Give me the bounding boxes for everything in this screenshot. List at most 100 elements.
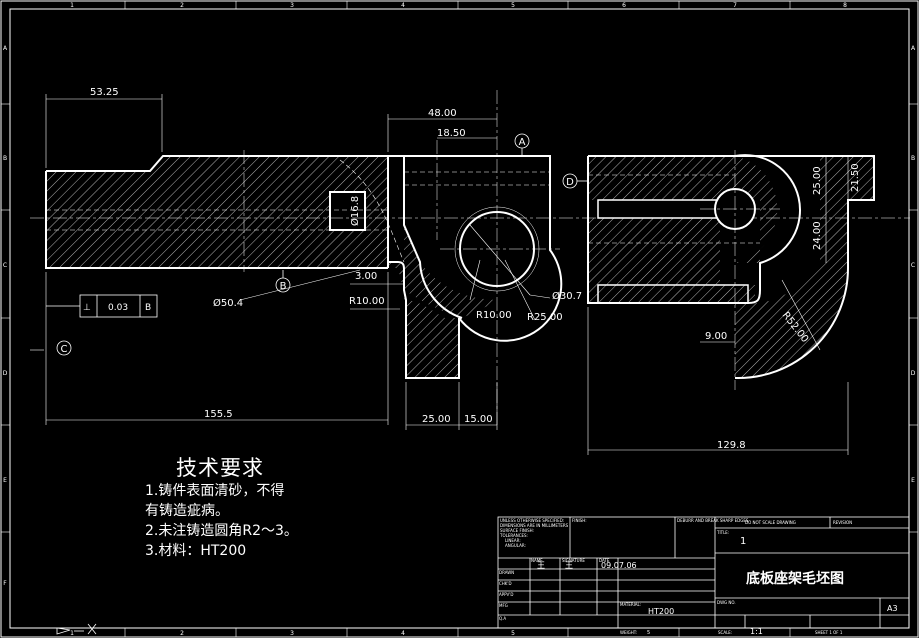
dim-r10-right: R10.00 — [476, 310, 512, 321]
front-dim-text: 53.25 48.00 18.50 Ø16.8 3.00 R10.00 R10.… — [90, 87, 582, 425]
tb-revision: REVISION — [833, 520, 852, 525]
tb-drawn-name: 王 — [537, 561, 545, 570]
tb-date-h: DATE — [599, 558, 610, 563]
tb-material: HT200 — [648, 607, 674, 616]
dim-129-8: 129.8 — [717, 440, 746, 451]
tb-title-h: TITLE: — [716, 530, 729, 535]
dim-3: 3.00 — [355, 271, 377, 282]
col-label: 6 — [622, 2, 626, 9]
tech-line-1: 1.铸件表面清砂，不得 — [145, 483, 285, 499]
side-hatch-arc — [735, 156, 874, 379]
row-label: C — [911, 262, 915, 269]
col-label: 5 — [511, 630, 515, 637]
dim-50-4: Ø50.4 — [213, 297, 243, 309]
dim-25-vertical: 25.00 — [812, 166, 823, 195]
dim-30-7: Ø30.7 — [552, 290, 582, 302]
tb-appvd: APPV'D — [499, 592, 513, 597]
row-label: F — [3, 580, 7, 587]
tb-scale-v: 1:1 — [750, 627, 763, 636]
row-label: D — [911, 370, 916, 377]
side-hatch-right — [735, 156, 778, 263]
title-block-text: UNLESS OTHERWISE SPECIFIED: DIMENSIONS A… — [499, 518, 898, 636]
col-label: 1 — [70, 2, 74, 9]
tb-material-h: MATERIAL: — [620, 602, 641, 607]
projection-symbol-icon — [56, 623, 97, 635]
dim-21-5: 21.50 — [850, 163, 861, 192]
frame-labels: 1 2 3 4 5 6 7 8 1 2 3 4 5 A B C D E F A … — [3, 2, 916, 637]
dim-53-25: 53.25 — [90, 87, 119, 98]
tb-sig-h: SIGNATURE — [562, 558, 585, 563]
datum-c: C — [61, 344, 68, 355]
tb-dwg-no: DWG NO. — [717, 600, 736, 605]
tb-chkd: CHK'D — [499, 581, 512, 586]
tech-line-2: 有铸造疵病。 — [145, 503, 229, 519]
tb-weight: WEIGHT: — [620, 630, 637, 635]
col-label: 4 — [401, 2, 405, 9]
front-outline — [45, 155, 460, 379]
row-label: B — [3, 155, 7, 162]
dim-15: 15.00 — [464, 414, 493, 425]
tb-rev-value: 1 — [740, 536, 746, 547]
col-label: 2 — [180, 2, 184, 9]
side-outline — [587, 154, 875, 380]
datum-markers — [56, 133, 588, 356]
tb-note3: SURFACE FINISH: — [500, 528, 534, 533]
col-label: 1 — [70, 630, 74, 637]
tb-size: A3 — [887, 604, 898, 613]
side-hatch-lower — [588, 218, 720, 285]
datum-d: D — [566, 177, 574, 188]
front-slot — [329, 191, 366, 231]
col-label: 7 — [733, 2, 737, 9]
row-label: E — [3, 477, 7, 484]
row-label: D — [3, 370, 8, 377]
tb-deburr: DEBURR AND BREAK SHARP EDGES — [677, 518, 749, 523]
tb-drawn: DRAWN — [499, 570, 514, 575]
col-label: 4 — [401, 630, 405, 637]
dim-155-5: 155.5 — [204, 409, 233, 420]
tb-mfg: MFG — [499, 603, 508, 608]
col-label: 2 — [180, 630, 184, 637]
tol-ref: B — [145, 303, 151, 313]
row-label: E — [911, 477, 915, 484]
side-dimensions — [587, 156, 849, 455]
dim-r25: R25.00 — [527, 312, 563, 323]
tb-qa: Q.A — [499, 616, 506, 621]
tb-title: 底板座架毛坯图 — [746, 570, 844, 587]
tb-note1: UNLESS OTHERWISE SPECIFIED: — [500, 518, 564, 523]
col-label: 5 — [511, 2, 515, 9]
dim-9: 9.00 — [705, 331, 727, 342]
row-label: C — [3, 262, 7, 269]
tb-drawn-sig: 王 — [565, 561, 573, 570]
side-hatch-upper — [588, 156, 735, 200]
dim-24: 24.00 — [812, 221, 823, 250]
tech-line-4: 3.材料：HT200 — [145, 543, 247, 559]
tb-scale: SCALE: — [718, 630, 732, 635]
tb-note5: LINEAR: — [505, 538, 521, 543]
tb-note4: TOLERANCES: — [499, 533, 528, 538]
tol-symbol: ⊥ — [83, 303, 91, 313]
side-view — [587, 150, 875, 390]
front-view — [30, 90, 910, 425]
dim-48: 48.00 — [428, 108, 457, 119]
col-label: 8 — [843, 2, 847, 9]
col-label: 3 — [290, 630, 294, 637]
datum-b: B — [280, 281, 287, 292]
dim-25: 25.00 — [422, 414, 451, 425]
title-block — [497, 516, 910, 629]
row-label: A — [911, 45, 916, 52]
tb-note6: ANGULAR: — [505, 543, 526, 548]
side-hatch-lower-right — [588, 285, 755, 303]
dim-16-8: Ø16.8 — [349, 196, 361, 226]
datum-a: A — [519, 137, 526, 148]
tb-drawn-date: 09.07.06 — [601, 561, 637, 570]
tb-finish: FINISH: — [572, 518, 587, 523]
row-label: B — [911, 155, 915, 162]
tol-value: 0.03 — [108, 303, 128, 313]
front-dimensions — [30, 94, 551, 430]
tech-requirements-title: 技术要求 — [176, 456, 264, 480]
dim-18-5: 18.50 — [437, 128, 466, 139]
tech-line-3: 2.未注铸造圆角R2～3。 — [145, 523, 298, 539]
tb-weight-v: 5 — [647, 630, 650, 636]
